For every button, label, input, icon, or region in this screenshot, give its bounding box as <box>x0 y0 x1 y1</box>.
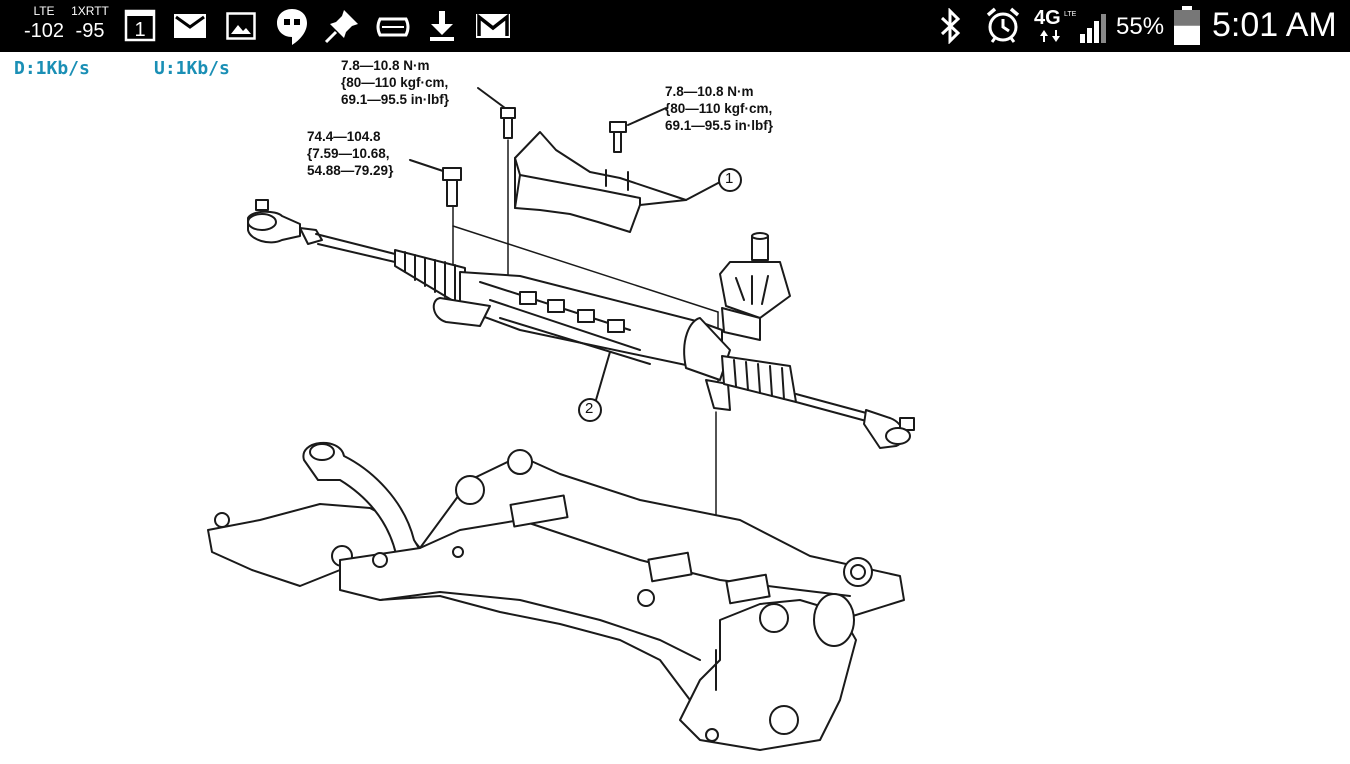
bolt-top-right <box>609 121 627 153</box>
torque-callout-top-center: 7.8—10.8 N·m{80—110 kgf·cm,69.1—95.5 in·… <box>341 58 450 107</box>
front-subframe <box>207 442 905 751</box>
svg-text:4G: 4G <box>1034 7 1061 29</box>
signal-value: -102 <box>23 20 65 42</box>
alarm-icon <box>984 6 1022 49</box>
signal-bars-icon <box>1078 8 1112 49</box>
part-number-1: 1 <box>725 170 734 187</box>
pin-icon <box>324 8 360 49</box>
clock: 5:01 AM <box>1212 6 1337 44</box>
battery-icon <box>1173 6 1201 51</box>
gmail-icon <box>476 13 510 43</box>
steering-boot-left <box>394 249 466 309</box>
heat-shield-part-1 <box>514 131 721 233</box>
download-speed: D:1Kb/s <box>14 58 90 79</box>
tie-rod-end-left <box>247 199 323 245</box>
tie-rod-end-right <box>863 409 915 449</box>
svg-text:LTE: LTE <box>1064 11 1077 18</box>
gallery-icon <box>226 12 256 45</box>
pinion-shaft <box>719 232 791 341</box>
torque-callout-top-right: 7.8—10.8 N·m{80—110 kgf·cm,69.1—95.5 in·… <box>665 84 774 133</box>
tag-icon <box>374 16 412 43</box>
steering-gear-housing-part-2 <box>432 271 731 411</box>
steering-boot-right <box>721 355 797 403</box>
mail-icon <box>174 14 206 43</box>
upload-speed: U:1Kb/s <box>154 58 230 79</box>
4g-lte-icon: 4G LTE <box>1034 6 1078 51</box>
steering-gear-diagram: 7.8—10.8 N·m{80—110 kgf·cm,69.1—95.5 in·… <box>0 52 1350 759</box>
signal-network-label: 1XRTT <box>71 4 109 18</box>
part-number-2: 2 <box>585 400 594 417</box>
bluetooth-icon <box>938 7 964 49</box>
battery-percent: 55% <box>1116 13 1165 40</box>
diagram-line-art <box>207 87 915 751</box>
hangouts-icon <box>276 8 308 51</box>
signal-network-label: LTE <box>33 4 55 18</box>
torque-callout-left: 74.4—104.8{7.59—10.68,54.88—79.29} <box>307 129 394 178</box>
bolt-top-center <box>500 107 516 139</box>
status-bar: LTE -102 1XRTT -95 1 <box>0 0 1350 52</box>
signal-indicator-lte: LTE -102 <box>22 4 66 44</box>
download-icon <box>428 10 456 47</box>
calendar-icon: 1 <box>124 8 156 47</box>
signal-value: -95 <box>75 20 105 42</box>
signal-indicator-1xrtt: 1XRTT -95 <box>68 4 112 44</box>
svg-text:1: 1 <box>134 19 145 41</box>
bolt-left <box>442 167 462 207</box>
